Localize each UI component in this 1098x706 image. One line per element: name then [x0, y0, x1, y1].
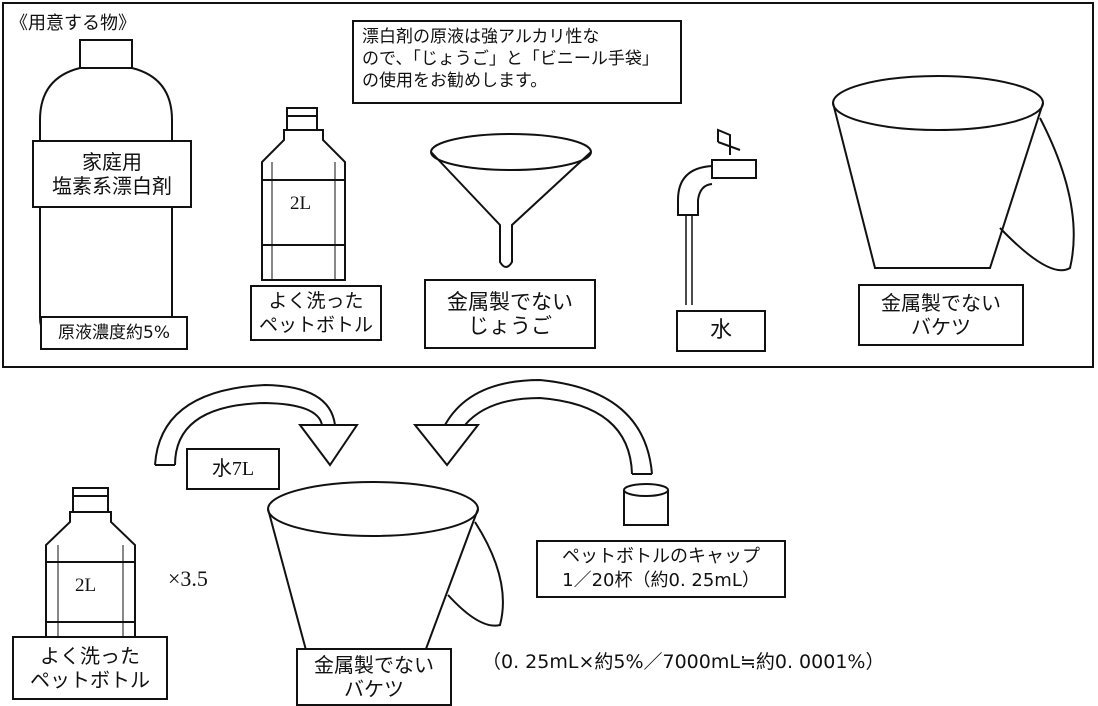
bleach-concentration-label: 原液濃度約5% [40, 316, 188, 350]
bucket-lower-icon [267, 481, 504, 666]
pet-bottle-icon [261, 107, 346, 281]
faucet-icon [677, 128, 757, 305]
lower-bottle-label: よく洗った ペットボトル [12, 636, 168, 700]
bottle-volume-label: 2L [290, 193, 312, 214]
materials-frame [2, 2, 1094, 368]
dilution-formula: （0. 25mL×約5%／7000mL≒約0. 0001%） [482, 651, 885, 673]
pour-water-arrow-icon [154, 383, 359, 467]
pour-bleach-arrow-icon [412, 378, 653, 475]
bottle-cap-icon [623, 483, 669, 526]
lower-bottle-volume-label: 2L [75, 575, 97, 596]
bleach-caution-note: 漂白剤の原液は強アルカリ性な ので、「じょうご」と「ビニール手袋」 の使用をお勧… [352, 20, 682, 104]
funnel-label: 金属製でない じょうご [424, 279, 596, 349]
bleach-name-label: 家庭用 塩素系漂白剤 [32, 140, 192, 208]
funnel-icon [430, 133, 592, 268]
bucket-icon [832, 75, 1075, 272]
water-label: 水 [676, 310, 766, 352]
water-amount-label: 水7L [186, 448, 280, 490]
materials-heading: 《用意する物》 [10, 13, 136, 34]
bucket-label: 金属製でない バケツ [858, 284, 1024, 346]
bottle-label: よく洗った ペットボトル [250, 285, 382, 341]
lower-bucket-label: 金属製でない バケツ [296, 648, 452, 706]
multiplier-label: ×3.5 [168, 566, 208, 591]
cap-amount-label: ペットボトルのキャップ 1／20杯（約0. 25mL） [536, 540, 786, 598]
